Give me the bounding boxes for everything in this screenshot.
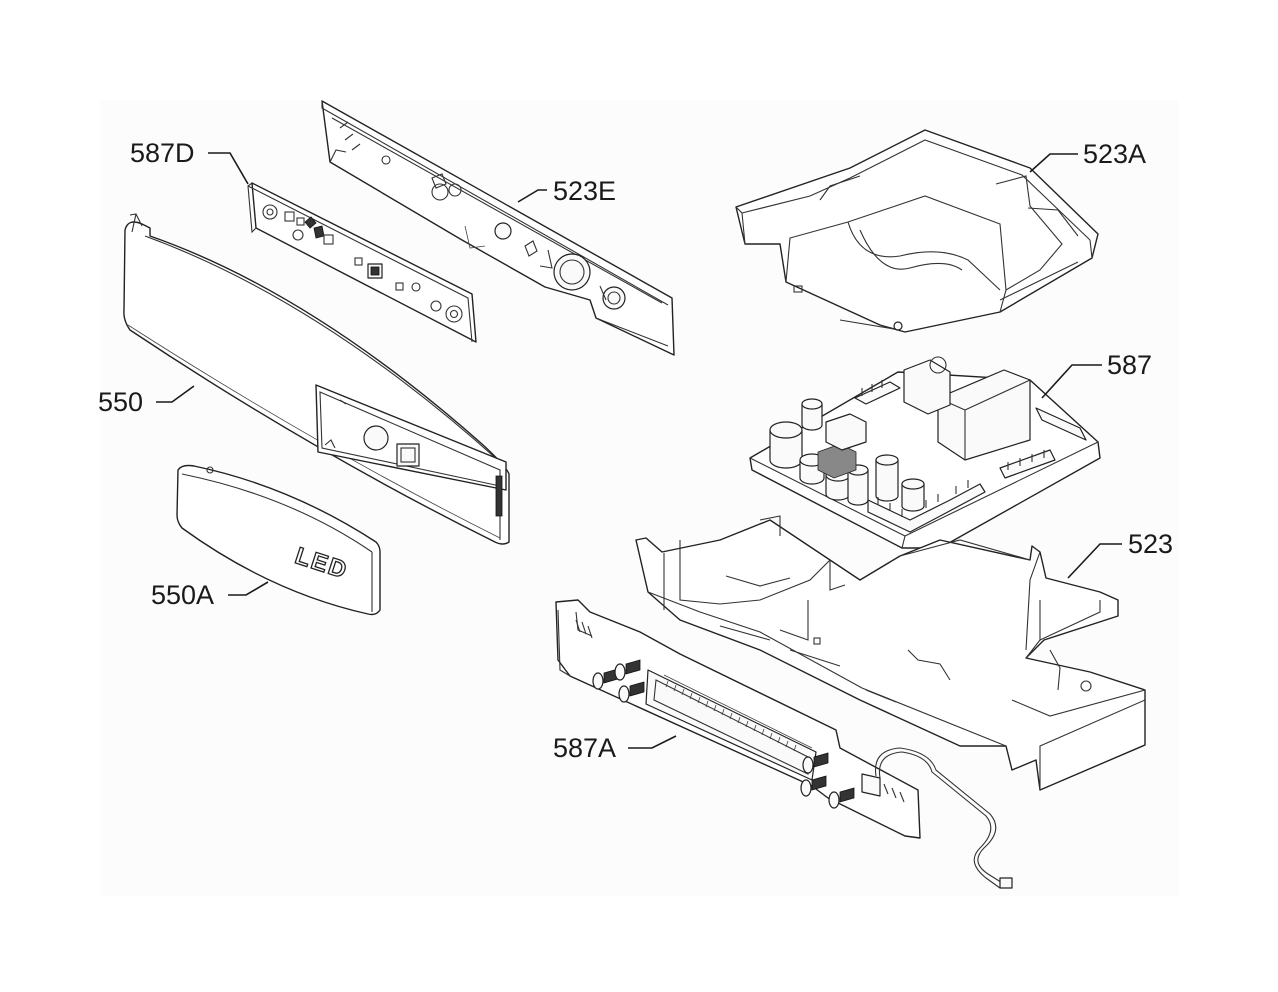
leader-587 [1041, 364, 1102, 399]
callout-587D: 587D [130, 138, 249, 185]
label-587: 587 [1107, 350, 1152, 380]
label-587D: 587D [130, 138, 195, 168]
leader-523E [517, 189, 547, 203]
part-550A-button-cover[interactable]: LED [176, 464, 381, 616]
part-523A-top-cover[interactable] [735, 129, 1099, 333]
callout-587: 587 [1041, 350, 1152, 399]
label-587A: 587A [553, 733, 616, 763]
callout-550A: 550A [151, 580, 269, 610]
callout-523A: 523A [1029, 139, 1146, 173]
callout-523: 523 [1067, 529, 1173, 579]
label-523A: 523A [1083, 139, 1146, 169]
leader-523A [1029, 153, 1078, 173]
label-550A: 550A [151, 580, 214, 610]
leader-550 [156, 385, 195, 403]
label-523: 523 [1128, 529, 1173, 559]
callout-550: 550 [98, 385, 195, 417]
leader-587D [208, 152, 249, 185]
label-550: 550 [98, 387, 143, 417]
part-587-power-board[interactable] [749, 356, 1101, 549]
part-523-base-housing[interactable] [635, 515, 1146, 791]
callout-587A: 587A [553, 733, 677, 763]
leader-523 [1067, 543, 1122, 579]
capacitor-group [769, 398, 925, 512]
part-587D-board[interactable] [247, 182, 477, 343]
part-550-control-panel[interactable] [123, 213, 510, 545]
leader-550A [228, 581, 269, 596]
part-587A-display-board[interactable] [555, 599, 1013, 889]
part-523E-bracket[interactable] [321, 100, 675, 356]
label-523E: 523E [553, 176, 616, 206]
callout-523E: 523E [517, 176, 616, 206]
leader-587A [628, 735, 677, 749]
tactile-switches [592, 659, 855, 809]
